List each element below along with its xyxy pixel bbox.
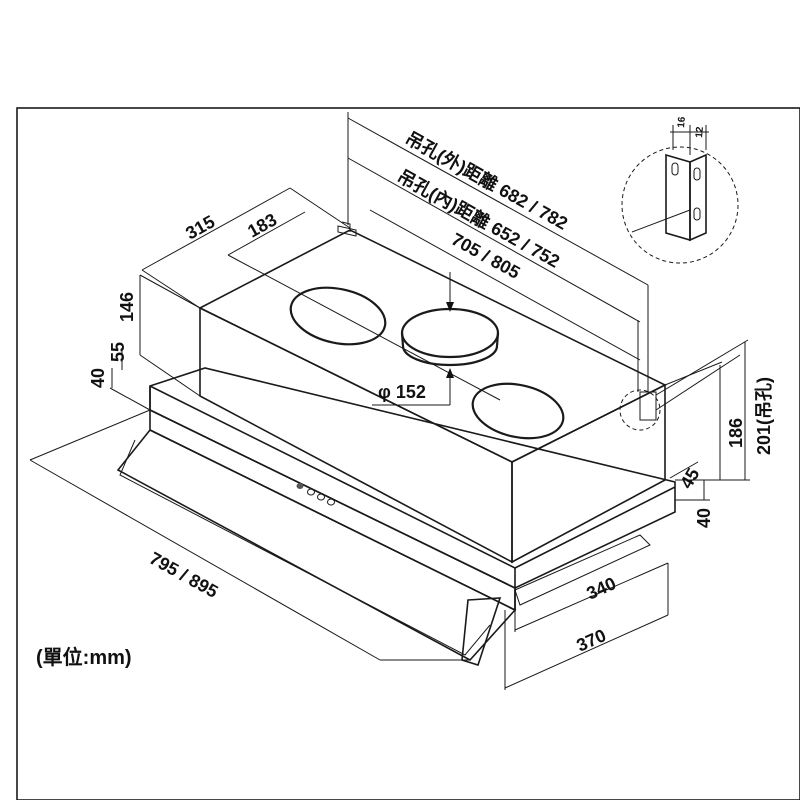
label-bracket-16: 16	[676, 116, 688, 128]
hood-base-edge-right	[514, 486, 676, 569]
hood-visor-right-frame	[461, 597, 502, 666]
hanging-bracket-left	[337, 221, 357, 237]
duct-collar-top	[400, 307, 500, 359]
ext-line-315-back	[289, 187, 351, 229]
dim-line-total-width	[29, 459, 381, 661]
label-bracket-12: 12	[694, 126, 706, 138]
dim-line-body-width	[369, 209, 641, 361]
bracket-slot-3	[693, 207, 701, 221]
label-height-146: 146	[117, 292, 137, 322]
dim-line-183	[227, 211, 306, 256]
motor-hole-left	[289, 286, 387, 346]
label-total-width: 795 / 895	[146, 548, 221, 602]
ext-line-186-top	[664, 361, 723, 386]
control-button-2	[307, 488, 315, 496]
label-depth-315: 315	[182, 211, 218, 243]
label-height-40-right: 40	[694, 508, 714, 528]
label-height-201: 201(吊孔)	[754, 377, 774, 455]
hood-base-edge	[149, 385, 516, 569]
bracket-detail-side	[689, 153, 707, 242]
ext-line-146-bottom	[139, 354, 201, 397]
dim-line-hole-outer	[347, 117, 649, 286]
label-depth-183: 183	[244, 209, 280, 241]
bracket-detail-leader	[631, 209, 691, 233]
control-button-4	[327, 498, 335, 506]
duct-collar-body	[400, 332, 500, 367]
bracket-callout-leader	[655, 354, 741, 411]
top-box-top-face	[198, 229, 667, 463]
label-duct-diameter: φ 152	[378, 382, 426, 402]
ext-line-315	[141, 269, 201, 309]
filter-drawer	[514, 534, 651, 606]
ext-line-146-top	[139, 274, 201, 309]
hood-visor-inner	[119, 439, 491, 656]
control-button-1	[296, 483, 304, 489]
drawing-frame	[16, 107, 800, 801]
bracket-slot-2	[693, 167, 701, 181]
dim-line-hole-inner	[347, 157, 641, 323]
ext-line-201-top	[655, 339, 749, 396]
label-height-186: 186	[726, 418, 746, 448]
bracket-slot-1	[671, 162, 679, 176]
label-height-55: 55	[108, 342, 128, 362]
dim-line-315	[141, 187, 291, 271]
ext-line-total-left	[29, 409, 151, 461]
ext-line-183	[227, 254, 501, 401]
label-depth-340: 340	[583, 573, 619, 603]
label-depth-370: 370	[573, 625, 609, 655]
duct-arrow-head-top	[446, 302, 454, 312]
unit-label: (單位:mm)	[36, 645, 132, 669]
label-height-40-left: 40	[88, 368, 108, 388]
dim-line-45	[669, 461, 699, 479]
dim-line-370	[504, 614, 669, 689]
bracket-detail-circle	[621, 146, 739, 264]
label-dim-45: 45	[676, 465, 703, 492]
ext-line-40-left	[109, 387, 151, 411]
dim-line-340	[514, 562, 669, 631]
bracket-detail-callout	[619, 389, 661, 431]
control-button-3	[317, 493, 325, 501]
motor-hole-right	[471, 382, 565, 440]
duct-arrow-head-bottom	[446, 368, 454, 378]
hood-visor	[116, 428, 517, 662]
